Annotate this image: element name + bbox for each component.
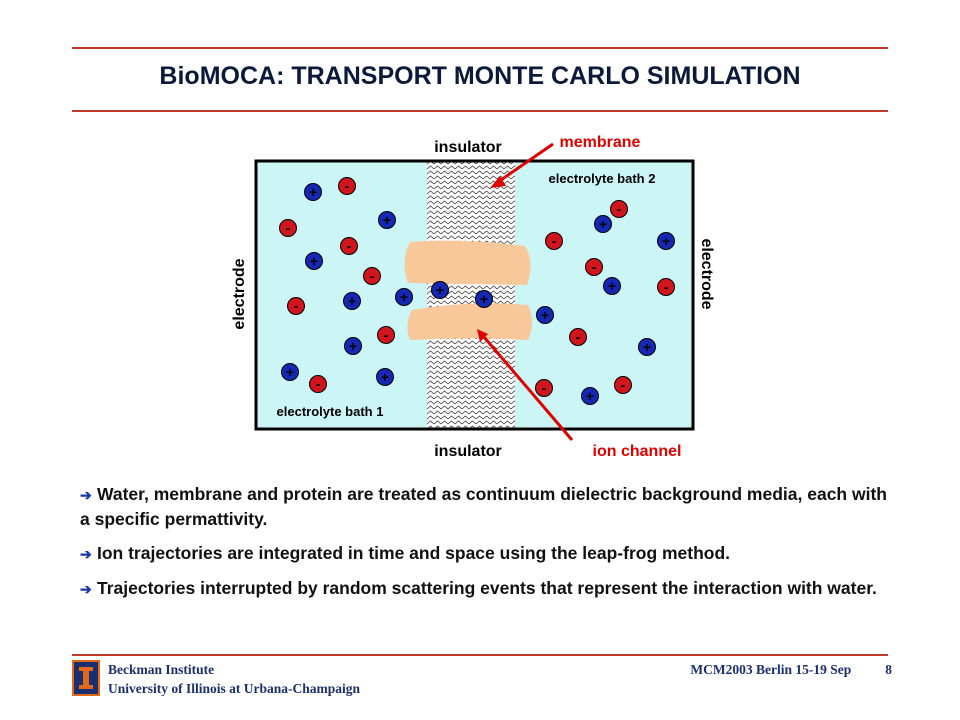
cation-charge-label: + xyxy=(586,388,594,404)
simulation-box xyxy=(254,159,695,431)
ion-channel-bottom xyxy=(407,303,532,340)
anion-ion xyxy=(309,375,327,393)
cation-ion xyxy=(536,306,554,324)
anion-charge-label: - xyxy=(347,238,352,254)
insulator-top-label: insulator xyxy=(434,139,502,156)
cation-ion xyxy=(581,387,599,405)
anion-charge-label: - xyxy=(542,380,547,396)
footer-conference-name: MCM2003 Berlin 15-19 Sep xyxy=(690,662,852,677)
anion-charge-label: - xyxy=(621,377,626,393)
electrode-right-label: electrode xyxy=(698,238,715,309)
cation-charge-label: + xyxy=(349,338,357,354)
anion-ion xyxy=(657,278,675,296)
arrow-bullet-icon: ➔ xyxy=(80,487,92,503)
ions-group: ++++++++++++++++-------------- xyxy=(279,177,675,405)
footer-institute: Beckman Institute xyxy=(108,662,215,677)
cation-charge-label: + xyxy=(286,364,294,380)
cation-ion xyxy=(304,183,322,201)
electrode-left-label: electrode xyxy=(231,258,248,329)
cation-ion xyxy=(344,337,362,355)
arrow-bullet-icon: ➔ xyxy=(80,581,92,597)
anion-ion xyxy=(614,376,632,394)
cation-charge-label: + xyxy=(381,369,389,385)
anion-charge-label: - xyxy=(384,327,389,343)
cation-ion xyxy=(657,232,675,250)
anion-ion xyxy=(338,177,356,195)
anion-ion xyxy=(363,267,381,285)
anion-ion xyxy=(610,200,628,218)
anion-charge-label: - xyxy=(316,376,321,392)
electrolyte-bath-2-label: electrolyte bath 2 xyxy=(549,171,656,186)
cation-charge-label: + xyxy=(309,184,317,200)
anion-charge-label: - xyxy=(552,233,557,249)
anion-ion xyxy=(585,258,603,276)
footer-university: University of Illinois at Urbana-Champai… xyxy=(108,681,361,696)
cation-ion xyxy=(431,281,449,299)
cation-charge-label: + xyxy=(608,278,616,294)
membrane-label: membrane xyxy=(560,134,641,151)
cation-charge-label: + xyxy=(541,307,549,323)
cation-ion xyxy=(603,277,621,295)
anion-charge-label: - xyxy=(664,279,669,295)
bullet-item: ➔Ion trajectories are integrated in time… xyxy=(80,541,900,566)
cation-charge-label: + xyxy=(310,253,318,269)
anion-ion xyxy=(340,237,358,255)
ion-channel-callout-line xyxy=(482,336,574,441)
anion-charge-label: - xyxy=(617,201,622,217)
ion-channel-top xyxy=(404,240,531,285)
anion-ion xyxy=(569,328,587,346)
anion-charge-label: - xyxy=(370,268,375,284)
anion-ion xyxy=(545,232,563,250)
bullet-item: ➔Trajectories interrupted by random scat… xyxy=(80,576,900,601)
title-rule xyxy=(72,110,888,112)
insulator-bottom-label: insulator xyxy=(434,443,502,460)
anion-ion xyxy=(279,219,297,237)
ion-channel-label: ion channel xyxy=(593,443,682,460)
ion-channel-diagram: ++++++++++++++++-------------- insulator… xyxy=(231,134,715,460)
ion-channel-callout-arrowhead xyxy=(477,329,488,342)
anion-ion xyxy=(287,297,305,315)
cation-charge-label: + xyxy=(662,233,670,249)
anion-ion xyxy=(377,326,395,344)
anion-charge-label: - xyxy=(286,220,291,236)
cation-ion xyxy=(305,252,323,270)
cation-ion xyxy=(395,288,413,306)
cation-ion xyxy=(281,363,299,381)
cation-charge-label: + xyxy=(643,339,651,355)
cation-ion xyxy=(376,368,394,386)
page-number: 8 xyxy=(885,662,892,677)
membrane-callout-line xyxy=(497,142,554,184)
anion-charge-label: - xyxy=(294,298,299,314)
university-logo-icon xyxy=(72,660,100,696)
cation-ion xyxy=(594,215,612,233)
cation-ion xyxy=(638,338,656,356)
cation-ion xyxy=(475,290,493,308)
electrolyte-bath-1-label: electrolyte bath 1 xyxy=(277,404,384,419)
anion-charge-label: - xyxy=(345,178,350,194)
bullet-item: ➔Water, membrane and protein are treated… xyxy=(80,484,887,529)
arrow-bullet-icon: ➔ xyxy=(80,546,92,562)
cation-charge-label: + xyxy=(599,216,607,232)
anion-charge-label: - xyxy=(576,329,581,345)
cation-charge-label: + xyxy=(383,212,391,228)
membrane-callout-arrowhead xyxy=(490,176,506,188)
cation-charge-label: + xyxy=(400,289,408,305)
footer-conference: MCM2003 Berlin 15-19 Sep 8 xyxy=(690,662,892,678)
anion-ion xyxy=(535,379,553,397)
bullet-list: ➔Water, membrane and protein are treated… xyxy=(80,482,900,611)
footer-affiliation: Beckman Institute University of Illinois… xyxy=(108,660,360,698)
cation-charge-label: + xyxy=(480,291,488,307)
cation-ion xyxy=(378,211,396,229)
footer-rule xyxy=(72,654,888,656)
slide-title: BioMOCA: TRANSPORT MONTE CARLO SIMULATIO… xyxy=(159,62,801,90)
anion-charge-label: - xyxy=(592,259,597,275)
cation-charge-label: + xyxy=(348,293,356,309)
cation-charge-label: + xyxy=(436,282,444,298)
cation-ion xyxy=(343,292,361,310)
top-rule xyxy=(72,47,888,49)
